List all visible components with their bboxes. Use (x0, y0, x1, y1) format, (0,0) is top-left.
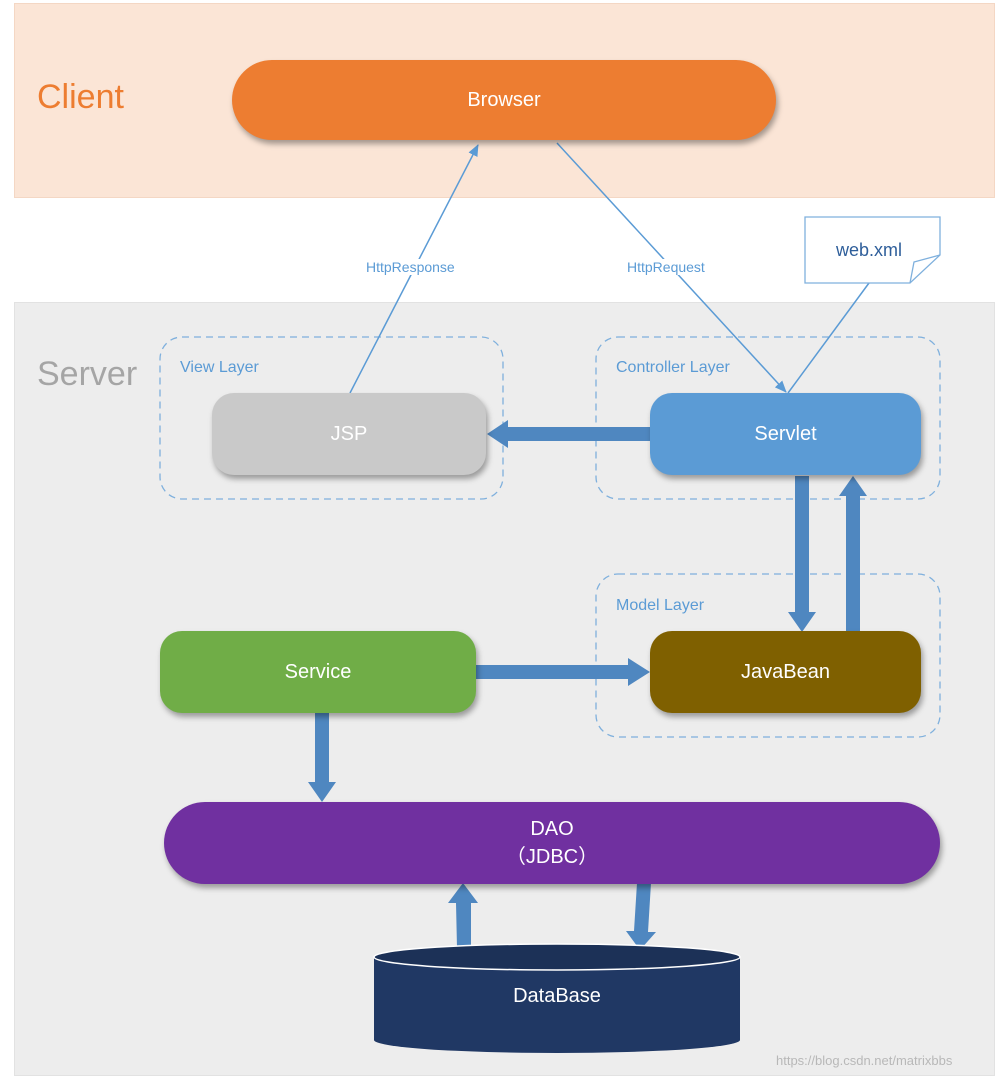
web-xml-label: web.xml (836, 240, 903, 260)
servlet-to-javabean-arrow (788, 476, 816, 632)
servlet-node: Servlet (650, 393, 921, 475)
service-to-dao-arrow (308, 710, 336, 802)
javabean-to-servlet-arrow (839, 476, 867, 632)
client-label: Client (37, 78, 124, 116)
browser-label: Browser (467, 89, 541, 111)
service-label: Service (284, 661, 352, 683)
servlet-to-jsp-arrow (487, 420, 650, 448)
controller-layer-label: Controller Layer (616, 359, 730, 376)
view-layer-label: View Layer (180, 359, 259, 376)
dao-sublabel: （JDBC） (505, 846, 599, 868)
servlet-label: Servlet (754, 423, 817, 445)
controller-layer-boundary (595, 336, 941, 500)
web-xml-connector (787, 282, 870, 394)
dao-label: DAO (530, 818, 574, 840)
service-node: Service (160, 631, 476, 713)
web-xml-document (804, 216, 941, 284)
server-label: Server (37, 355, 138, 393)
database-to-dao-arrow (448, 883, 478, 948)
javabean-label: JavaBean (741, 661, 830, 683)
database-cylinder (373, 943, 741, 1053)
database-label: DataBase (513, 985, 601, 1007)
dao-to-database-arrow (626, 883, 656, 950)
jsp-node: JSP (212, 393, 486, 475)
model-layer-boundary (595, 573, 941, 738)
watermark: https://blog.csdn.net/matrixbbs (776, 1053, 953, 1068)
jsp-label: JSP (330, 423, 368, 445)
web-xml-document-fold (909, 254, 941, 284)
browser-node: Browser (232, 60, 776, 140)
view-layer-boundary (159, 336, 504, 500)
http-request-label: HttpRequest (625, 259, 707, 275)
dao-node: DAO （JDBC） (164, 802, 940, 884)
model-layer-label: Model Layer (616, 597, 705, 614)
service-to-javabean-arrow (476, 658, 650, 686)
javabean-node: JavaBean (650, 631, 921, 713)
http-response-label: HttpResponse (364, 259, 457, 275)
